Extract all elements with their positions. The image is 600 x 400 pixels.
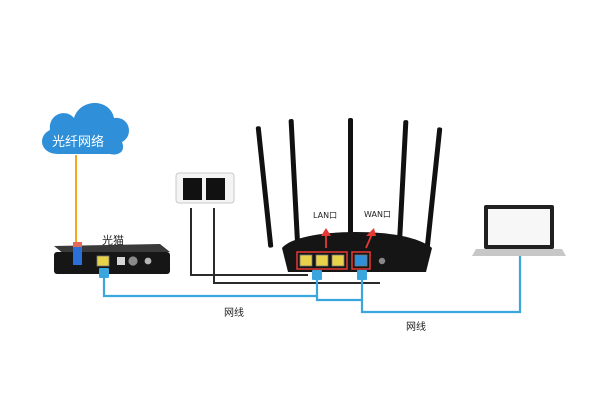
port-arrows	[321, 228, 376, 249]
network-cable-label-right: 网线	[406, 322, 426, 333]
modem-label: 光猫	[102, 234, 124, 247]
lan-port-label: LAN口	[313, 211, 338, 220]
cloud-icon	[42, 103, 129, 155]
router-icon	[255, 118, 443, 272]
ethernet-plug-icon	[99, 268, 367, 280]
wan-port-label: WAN口	[364, 210, 391, 219]
network-cables	[102, 252, 522, 314]
optical-modem-icon	[54, 242, 170, 274]
laptop-icon	[472, 205, 566, 256]
network-cable-label-left: 网线	[224, 308, 244, 319]
power-adapter-icon	[175, 172, 235, 204]
cloud-label: 光纤网络	[52, 135, 105, 150]
port-highlights	[296, 251, 371, 270]
